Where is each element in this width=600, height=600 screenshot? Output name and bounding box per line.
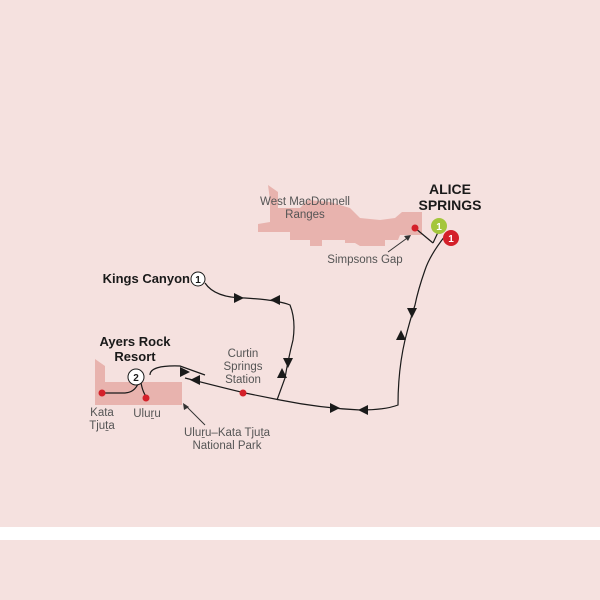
map-canvas: 1 1 1 2: [95, 185, 459, 426]
arrow-right-icon: [234, 293, 244, 303]
arrow-right-icon: [330, 403, 340, 413]
kings-canyon-nights-badge: 1: [190, 271, 206, 287]
uluru-label: Uluṟu: [128, 408, 166, 421]
arrow-up-icon: [277, 368, 287, 378]
svg-text:2: 2: [133, 373, 139, 384]
west-macdonnell-line2: Ranges: [285, 209, 325, 221]
west-macdonnell-label: West MacDonnell Ranges: [255, 196, 355, 222]
ayers-rock-resort-label: Ayers Rock Resort: [95, 334, 175, 364]
end-badge: 1: [443, 230, 459, 246]
route-arrows: [180, 293, 417, 415]
pointer-arrow-icon: [404, 235, 411, 241]
kings-canyon-text: Kings Canyon: [102, 271, 190, 286]
west-macdonnell-region: [258, 185, 422, 246]
pointer-arrow-icon: [183, 403, 189, 410]
national-park-label: Uluṟu–Kata Tjuṯa National Park: [172, 427, 282, 453]
alice-springs-line1: ALICE: [429, 181, 471, 197]
arrow-up-icon: [396, 330, 406, 340]
simpsons-gap-dot: [411, 224, 419, 232]
national-park-line1: Uluṟu–Kata Tjuṯa: [183, 427, 271, 439]
arrow-left-icon: [190, 375, 200, 385]
uluru-dot: [142, 394, 150, 402]
kings-canyon-label: Kings Canyon: [100, 271, 190, 286]
west-macdonnell-line1: West MacDonnell: [260, 196, 350, 208]
start-badge: 1: [431, 218, 447, 234]
ayers-rock-line1: Ayers Rock: [99, 334, 171, 349]
arrow-down-icon: [283, 358, 293, 368]
kata-tjuta-dot: [98, 389, 106, 397]
svg-text:1: 1: [195, 275, 201, 286]
tour-route-map: 1 1 1 2 ALICE SPRINGS West MacDonnell Ra…: [84, 181, 490, 453]
uluru-text: Uluṟu: [133, 408, 161, 420]
arrow-left-icon: [270, 295, 280, 305]
curtin-springs-label: Curtin Springs Station: [218, 348, 268, 387]
kata-tjuta-line2: Tjuṯa: [89, 420, 115, 432]
curtin-line3: Station: [225, 374, 261, 386]
curtin-springs-dot: [239, 389, 247, 397]
svg-text:1: 1: [448, 234, 454, 245]
simpsons-gap-label: Simpsons Gap: [325, 254, 405, 267]
curtin-line1: Curtin: [227, 348, 259, 360]
simpsons-gap-text: Simpsons Gap: [327, 254, 403, 266]
ayers-rock-line2: Resort: [114, 349, 156, 364]
bottom-strip: [0, 540, 600, 600]
alice-springs-line2: SPRINGS: [418, 197, 482, 213]
svg-text:1: 1: [436, 222, 442, 233]
national-park-line2: National Park: [192, 440, 262, 452]
arrow-right-icon: [180, 367, 190, 377]
kata-tjuta-line1: Kata: [90, 407, 114, 419]
ayers-rock-nights-badge: 2: [127, 368, 145, 386]
alice-springs-label: ALICE SPRINGS: [410, 181, 490, 213]
arrow-left-icon: [358, 405, 368, 415]
white-divider-band: [0, 527, 600, 540]
arrow-down-icon: [407, 308, 417, 318]
kata-tjuta-label: Kata Tjuṯa: [84, 407, 120, 433]
curtin-line2: Springs: [223, 361, 263, 373]
